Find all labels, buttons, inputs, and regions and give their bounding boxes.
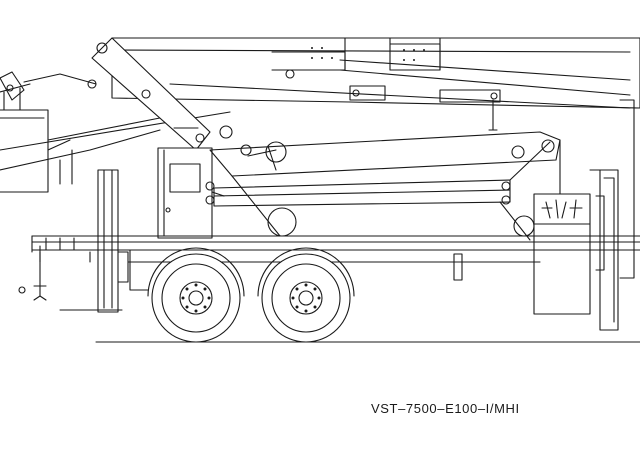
wheels	[147, 247, 355, 343]
model-label: VST–7500–E100–I/MHI	[371, 401, 520, 416]
turret-pedestal	[157, 125, 233, 239]
control-box	[533, 99, 635, 331]
upper-boom	[111, 37, 640, 131]
knuckle-arm	[91, 37, 211, 151]
boom-bolts	[311, 47, 425, 61]
outriggers	[18, 169, 129, 313]
aerial-basket	[0, 71, 97, 193]
scissor-linkage	[205, 131, 561, 241]
